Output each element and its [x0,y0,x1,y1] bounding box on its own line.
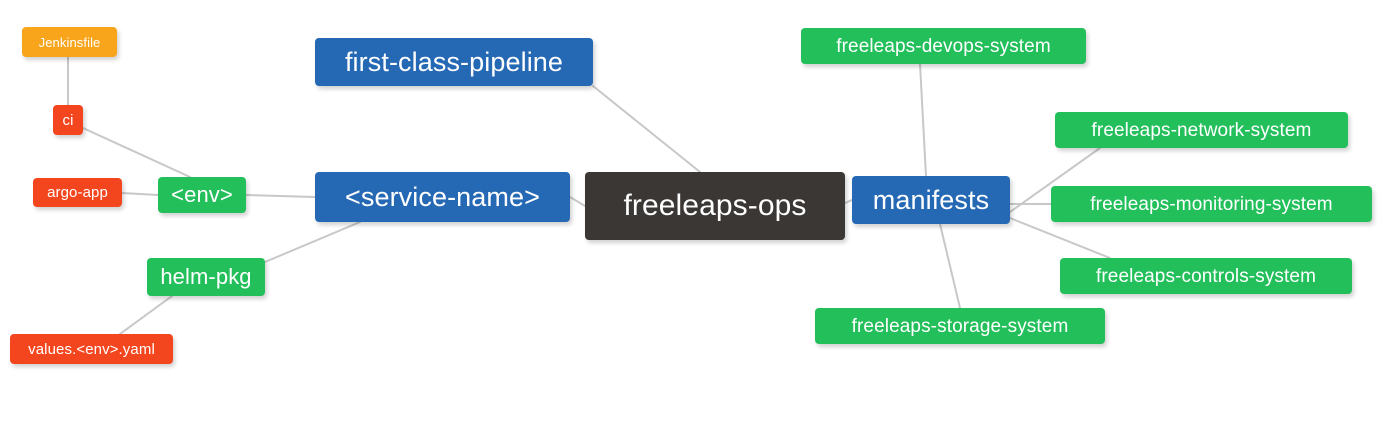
node-first-class-pipeline[interactable]: first-class-pipeline [315,38,593,86]
edge-manifests-to-freeleaps-devops-system [919,63,927,177]
node-values-env-yaml[interactable]: values.<env>.yaml [10,334,173,364]
node-env[interactable]: <env> [158,177,246,213]
edge-env-to-argo-app [121,192,159,196]
node-manifests[interactable]: manifests [852,176,1010,224]
edge-freeleaps-ops-to-first-class-pipeline [592,85,701,173]
node-freeleaps-monitoring-system[interactable]: freeleaps-monitoring-system [1051,186,1372,222]
edge-service-name-to-env [245,194,316,198]
node-jenkinsfile[interactable]: Jenkinsfile [22,27,117,57]
edge-manifests-to-freeleaps-storage-system [939,223,961,309]
node-service-name[interactable]: <service-name> [315,172,570,222]
edge-manifests-to-freeleaps-controls-system [1009,217,1111,259]
edge-freeleaps-ops-to-manifests [844,199,853,204]
node-argo-app[interactable]: argo-app [33,178,122,207]
node-freeleaps-ops[interactable]: freeleaps-ops [585,172,845,240]
node-freeleaps-network-system[interactable]: freeleaps-network-system [1055,112,1348,148]
node-helm-pkg[interactable]: helm-pkg [147,258,265,296]
node-freeleaps-devops-system[interactable]: freeleaps-devops-system [801,28,1086,64]
edge-env-to-ci [82,127,191,178]
node-freeleaps-storage-system[interactable]: freeleaps-storage-system [815,308,1105,344]
edge-helm-pkg-to-values-env-yaml [119,295,173,335]
node-ci[interactable]: ci [53,105,83,135]
node-freeleaps-controls-system[interactable]: freeleaps-controls-system [1060,258,1352,294]
edge-service-name-to-helm-pkg [264,221,361,263]
edge-freeleaps-ops-to-service-name [569,196,586,207]
